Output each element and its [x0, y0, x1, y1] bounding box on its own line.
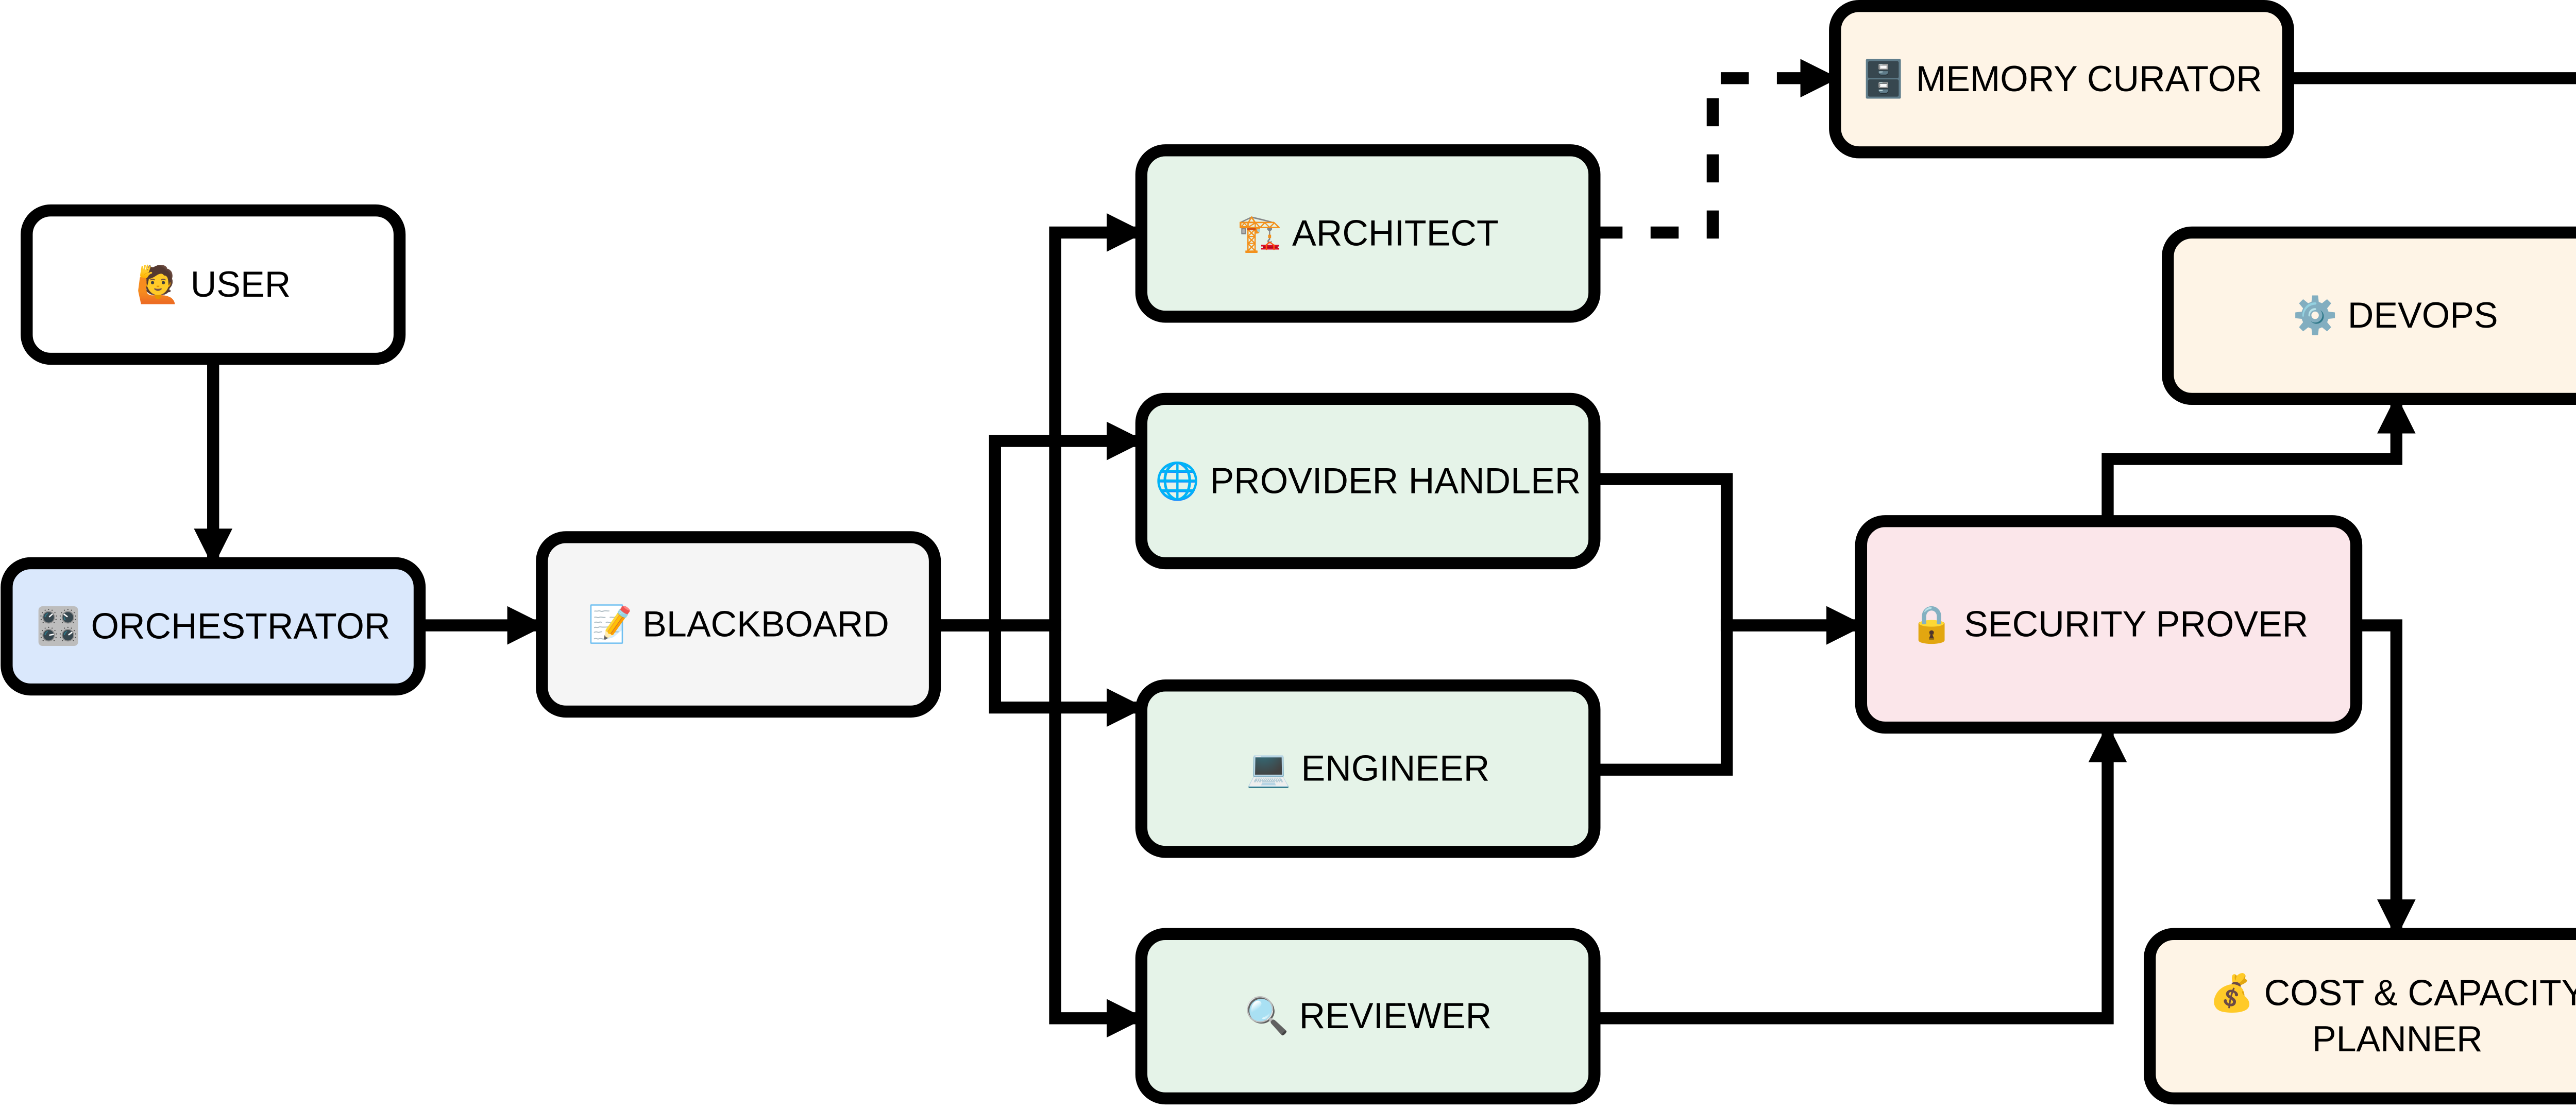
node-label-line: PLANNER	[2312, 1019, 2483, 1059]
node-engineer[interactable]: 💻 ENGINEER	[1135, 679, 1601, 858]
node-box	[536, 531, 941, 718]
node-label-text: ENGINEER	[1301, 748, 1490, 789]
node-label: 🌐 PROVIDER HANDLER	[1155, 460, 1581, 501]
edge-blackboard-to-provider-handler	[935, 421, 1145, 632]
node-memory-curator[interactable]: 🗄️ MEMORY CURATOR	[1829, 0, 2294, 159]
node-label: 💰 COST & CAPACITY	[2209, 972, 2576, 1014]
node-box	[21, 204, 406, 365]
node-box	[2144, 928, 2576, 1105]
node-label: ⚙️ DEVOPS	[2293, 295, 2498, 336]
node-label-text: COST & CAPACITY	[2264, 972, 2576, 1013]
node-label: 🎛️ ORCHESTRATOR	[36, 605, 391, 646]
control-knobs-icon: 🎛️	[36, 605, 91, 646]
node-label-text: REVIEWER	[1299, 996, 1492, 1036]
edge-architect-to-memory-curator	[1594, 59, 1839, 239]
magnifying-glass-icon: 🔍	[1244, 993, 1299, 1036]
file-cabinet-icon: 🗄️	[1861, 58, 1916, 99]
edge-security-prover-to-devops	[2102, 395, 2416, 521]
node-reviewer[interactable]: 🔍 REVIEWER	[1135, 928, 1601, 1105]
node-box	[1135, 928, 1601, 1105]
edge-blackboard-to-engineer	[935, 619, 1145, 727]
edges-layer	[194, 59, 2576, 1038]
edge-blackboard-to-architect	[935, 213, 1145, 632]
memo-icon: 📝	[588, 603, 643, 644]
node-label: 🙋 USER	[135, 264, 291, 305]
construction-crane-icon: 🏗️	[1237, 213, 1292, 254]
node-label: 📝 BLACKBOARD	[588, 603, 889, 644]
node-devops[interactable]: ⚙️ DEVOPS	[2162, 226, 2576, 405]
node-label-text: DEVOPS	[2348, 295, 2498, 335]
node-cost-capacity-planner[interactable]: 💰 COST & CAPACITY PLANNER	[2144, 928, 2576, 1105]
node-label-text: USER	[191, 264, 291, 304]
money-bag-icon: 💰	[2209, 972, 2264, 1014]
node-box	[1, 557, 426, 696]
node-label: 💻 ENGINEER	[1246, 748, 1489, 789]
node-label-text: SECURITY PROVER	[1964, 604, 2308, 644]
laptop-icon: 💻	[1246, 748, 1301, 789]
node-label-text: BLACKBOARD	[642, 604, 889, 644]
node-blackboard[interactable]: 📝 BLACKBOARD	[536, 531, 941, 718]
globe-icon: 🌐	[1155, 460, 1210, 501]
node-box	[1135, 144, 1601, 323]
person-raising-hand-icon: 🙋	[135, 264, 191, 305]
edge-security-prover-to-cost-capacity-planner	[2356, 619, 2416, 938]
node-label: 🗄️ MEMORY CURATOR	[1861, 58, 2262, 99]
node-box	[1135, 393, 1601, 570]
node-label: 🏗️ ARCHITECT	[1237, 213, 1498, 254]
node-label-text: ARCHITECT	[1292, 213, 1499, 253]
node-security-prover[interactable]: 🔒 SECURITY PROVER	[1855, 515, 2363, 734]
node-orchestrator[interactable]: 🎛️ ORCHESTRATOR	[1, 557, 426, 696]
edge-provider-handler-to-security-prover	[1594, 473, 1865, 645]
node-label-text: ORCHESTRATOR	[91, 606, 391, 646]
node-provider-handler[interactable]: 🌐 PROVIDER HANDLER	[1135, 393, 1601, 570]
node-box	[1829, 0, 2294, 159]
node-box	[1855, 515, 2363, 734]
gear-icon: ⚙️	[2293, 295, 2348, 336]
node-label-text: PROVIDER HANDLER	[1210, 460, 1581, 501]
edge-blackboard-to-reviewer	[935, 619, 1145, 1038]
node-box	[1135, 679, 1601, 858]
edge-reviewer-to-security-prover	[1594, 724, 2127, 1025]
node-label-text: MEMORY CURATOR	[1916, 59, 2262, 99]
edge-memory-curator-to-error-exit-hopper	[2288, 72, 2576, 84]
node-label: 🔒 SECURITY PROVER	[1909, 604, 2309, 644]
node-user[interactable]: 🙋 USER	[21, 204, 406, 365]
node-label: 🔍 REVIEWER	[1244, 993, 1492, 1036]
node-architect[interactable]: 🏗️ ARCHITECT	[1135, 144, 1601, 323]
node-box	[2162, 226, 2576, 405]
lock-icon: 🔒	[1909, 604, 1964, 644]
edge-engineer-to-security-prover	[1594, 606, 1865, 776]
